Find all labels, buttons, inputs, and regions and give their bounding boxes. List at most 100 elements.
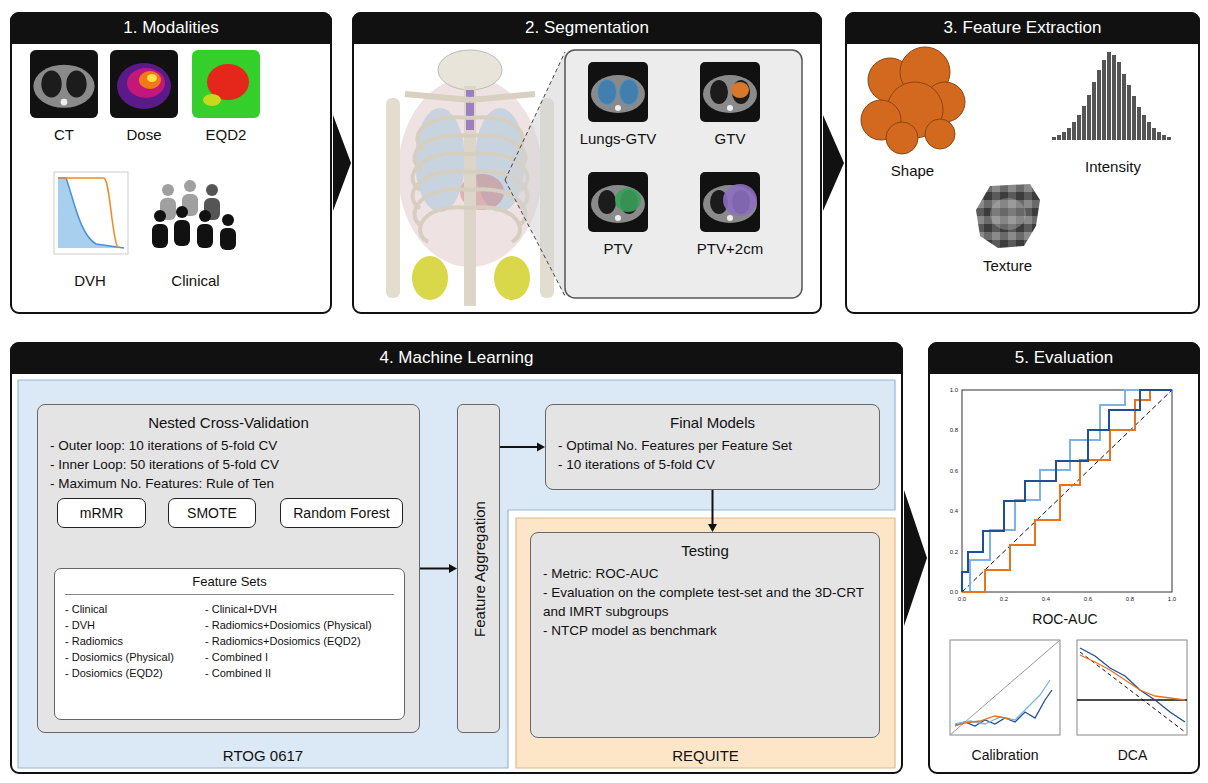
- list-heading: Feature Sets: [192, 574, 266, 589]
- caption-wrap: Dose: [104, 126, 184, 144]
- tick-label-wrap: 0.0: [952, 595, 972, 603]
- list-item: - Radiomics+Dosiomics (Physical): [205, 619, 372, 631]
- section-panel: 3. Feature ExtractionShapeIntensityTextu…: [845, 12, 1200, 314]
- panel-title: 4. Machine Learning: [379, 348, 533, 367]
- person: [222, 214, 234, 226]
- arrow-head: [449, 564, 457, 573]
- tick-label: 0.6: [950, 468, 958, 474]
- dvh-area: [58, 178, 124, 248]
- image-caption: EQD2: [206, 126, 247, 143]
- list-item: - Combined I: [205, 651, 268, 663]
- list-column: - Clinical+DVH - Radiomics+Dosiomics (Phy…: [205, 601, 372, 681]
- list-row: - Clinical+DVH: [205, 601, 372, 617]
- dvh-curve: [58, 178, 124, 248]
- panel-header: 2. Segmentation: [352, 12, 822, 44]
- step-label: SMOTE: [187, 505, 237, 521]
- arrow-head: [537, 443, 545, 452]
- tick-label: 0.4: [950, 508, 958, 514]
- tick-label-wrap: 0.4: [1036, 595, 1056, 603]
- modality-thumbnail: Clinical: [148, 165, 243, 290]
- arrow-line: [712, 490, 714, 525]
- step-box: mRMR: [57, 498, 146, 528]
- dvh-image: [54, 172, 128, 254]
- dca-treat-all: [1080, 652, 1185, 732]
- tick-label-wrap: 0.2: [994, 595, 1014, 603]
- image-caption: PTV+2cm: [697, 240, 763, 257]
- dca-curve: [1080, 648, 1185, 722]
- clavicle: [405, 94, 535, 100]
- modality-thumbnail: EQD2: [186, 44, 266, 144]
- box-heading: Nested Cross-Validation: [50, 413, 407, 433]
- box-bullet: - Evaluation on the complete test-set an…: [543, 583, 867, 621]
- dca-curve: [1080, 655, 1185, 700]
- image-caption: ROC-AUC: [1032, 611, 1097, 627]
- image-caption: Shape: [891, 162, 934, 179]
- tick-label: 0.8: [1126, 596, 1134, 602]
- caption-wrap: PTV: [568, 240, 668, 258]
- list-row: - Clinical: [65, 601, 174, 617]
- tick-label: 0.4: [1042, 596, 1050, 602]
- tick-label-wrap: 0.2: [940, 548, 958, 556]
- box-bullet: - NTCP model as benchmark: [543, 621, 867, 640]
- tick-label-wrap: 0.8: [1120, 595, 1140, 603]
- chart-thumbnail: ROC-AUC: [950, 386, 1180, 628]
- eqd2-image: [192, 50, 260, 118]
- tick-label-wrap: 0.8: [940, 426, 958, 434]
- region-label: RTOG 0617: [223, 747, 303, 764]
- person: [174, 220, 190, 246]
- step-box: Random Forest: [280, 498, 403, 528]
- caption-wrap: CT: [24, 126, 104, 144]
- modality-thumbnail: DVH: [45, 165, 135, 290]
- tick-label: 1.0: [950, 387, 958, 393]
- tick-label-wrap: 1.0: [940, 386, 958, 394]
- image-caption: DCA: [1118, 747, 1148, 763]
- tick-label: 1.0: [1168, 596, 1176, 602]
- image-caption: GTV: [715, 130, 746, 147]
- caption-wrap: Texture: [960, 257, 1055, 275]
- roc-frame: [962, 390, 1172, 592]
- box-bullet: - 10 iterations of 5-fold CV: [558, 455, 867, 474]
- segmentation-image: [588, 62, 648, 122]
- list-item: - Dosiomics (EQD2): [65, 667, 163, 679]
- section-panel: 5. EvaluationROC-AUC Calibration DCA: [928, 342, 1200, 774]
- dvh-curve: [58, 178, 118, 248]
- process-box: Final Models- Optimal No. Features per F…: [545, 404, 880, 490]
- kidney: [412, 256, 448, 300]
- list-item: - DVH: [65, 619, 95, 631]
- panel-title: 1. Modalities: [123, 18, 218, 37]
- arrow-line: [500, 446, 538, 448]
- list-row: - Radiomics+Dosiomics (Physical): [205, 617, 372, 633]
- tick-label-wrap: 1.0: [1162, 595, 1182, 603]
- rotated-label: Feature Aggregation: [470, 501, 487, 637]
- ct-image: [30, 50, 98, 118]
- image-caption: Dose: [126, 126, 161, 143]
- flow-arrow: [708, 490, 717, 532]
- image-caption: Calibration: [972, 747, 1039, 763]
- arrow-line: [420, 568, 450, 570]
- panel-title: 2. Segmentation: [525, 18, 649, 37]
- process-box: Nested Cross-Validation- Outer loop: 10 …: [37, 404, 420, 733]
- blob-part: [925, 119, 955, 149]
- person: [220, 228, 236, 250]
- person: [184, 180, 196, 192]
- section-panel: 2. SegmentationLungs-GTVGTVPTVPTV+2cm: [352, 12, 822, 314]
- segmentation-thumbnail: GTV: [680, 58, 780, 148]
- box-bullet: - Maximum No. Features: Rule of Ten: [50, 474, 407, 493]
- humerus: [386, 98, 400, 298]
- region-label: REQUITE: [672, 747, 739, 764]
- segmentation-image: [588, 172, 648, 232]
- tick-label: 0.2: [950, 549, 958, 555]
- panel-title: 5. Evaluation: [1015, 348, 1113, 367]
- box-bullet: - Metric: ROC-AUC: [543, 564, 867, 583]
- lung-mask: [597, 79, 617, 105]
- person: [152, 224, 168, 248]
- list-column: - Clinical- DVH- Radiomics- Dosiomics (P…: [65, 601, 174, 681]
- roc-curve: [962, 390, 1172, 592]
- kidney: [494, 256, 530, 300]
- person: [199, 210, 211, 222]
- box-heading: Final Models: [558, 413, 867, 433]
- panel-header: 3. Feature Extraction: [845, 12, 1200, 44]
- person: [176, 206, 188, 218]
- caption-wrap: PTV+2cm: [680, 240, 780, 258]
- gtv-mask: [731, 82, 749, 98]
